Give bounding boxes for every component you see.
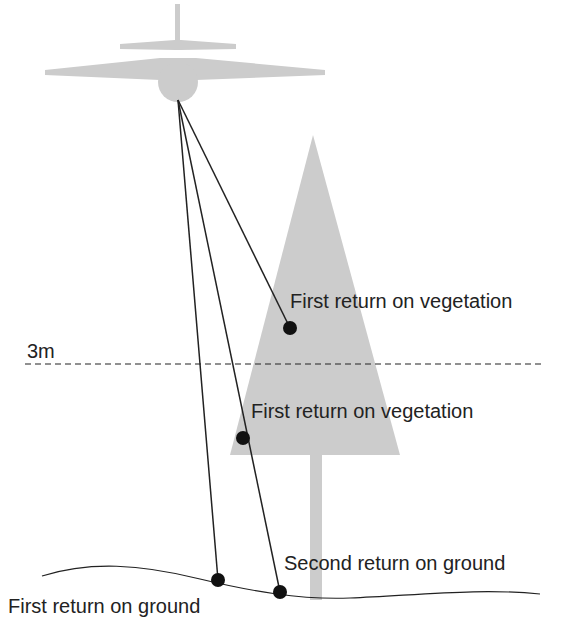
return-dot [283, 321, 297, 335]
laser-pulses [178, 100, 290, 592]
laser-pulse [178, 100, 218, 580]
airplane [45, 4, 325, 102]
return-dot [211, 573, 225, 587]
height-label: 3m [27, 339, 55, 363]
return-label: First return on ground [8, 594, 200, 618]
tree-trunk [310, 452, 322, 600]
return-dot [236, 431, 250, 445]
return-label: First return on vegetation [251, 399, 473, 423]
return-dot [273, 585, 287, 599]
tree [230, 135, 400, 600]
return-label: Second return on ground [284, 551, 505, 575]
height-threshold [25, 363, 542, 364]
tail-stabilizer [120, 40, 236, 50]
return-label: First return on vegetation [290, 289, 512, 313]
fuselage [158, 62, 198, 102]
laser-pulse [178, 100, 280, 592]
